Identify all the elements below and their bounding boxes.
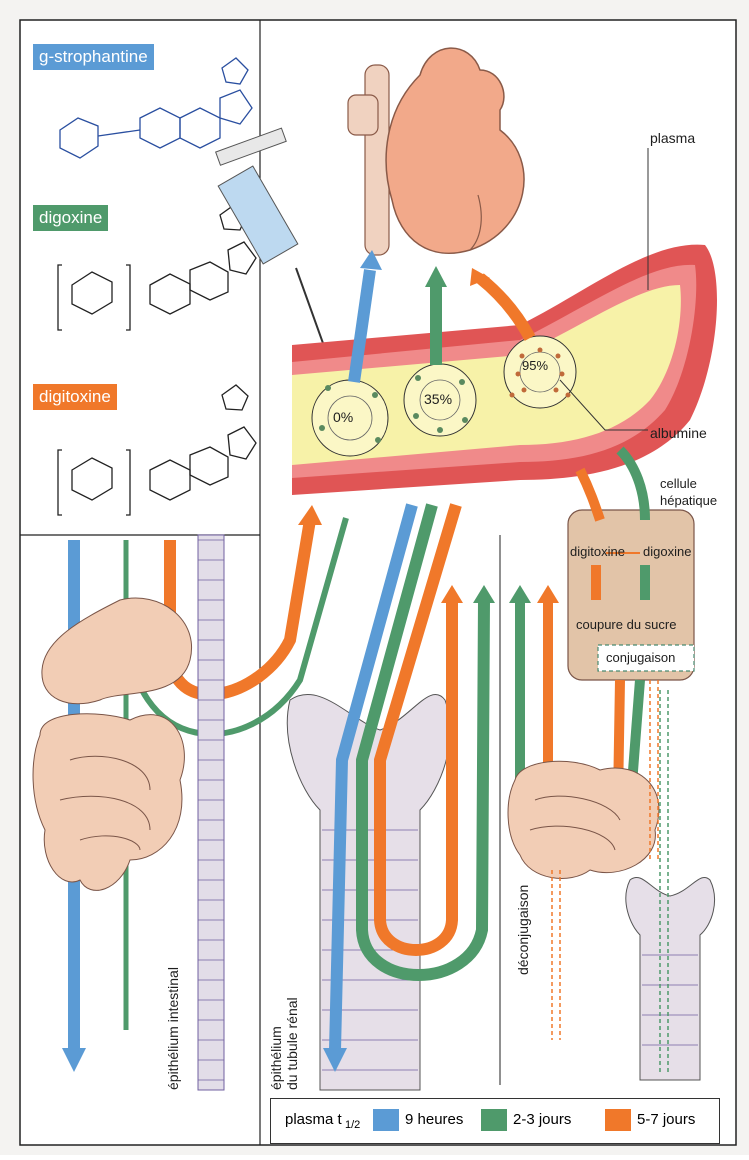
legend-blue-label: 9 heures xyxy=(405,1111,463,1128)
legend-swatch-orange xyxy=(605,1109,631,1131)
plasma-label: plasma xyxy=(650,130,695,146)
percent-green: 35% xyxy=(424,391,452,407)
epithelium-renal-label-1: épithélium xyxy=(268,1026,284,1090)
epithelium-renal-label-2: du tubule rénal xyxy=(284,997,300,1090)
liver-digoxine-label: digoxine xyxy=(643,544,691,559)
percent-orange: 95% xyxy=(522,358,548,373)
legend-swatch-green xyxy=(481,1109,507,1131)
drug-label-digitoxine: digitoxine xyxy=(33,384,117,410)
epithelium-intestinal-label: épithélium intestinal xyxy=(165,967,181,1090)
digestive-tract-right xyxy=(508,761,659,878)
intestinal-epithelium xyxy=(198,535,224,1090)
legend-swatch-blue xyxy=(373,1109,399,1131)
legend-title: plasma t xyxy=(285,1111,342,1128)
drug-label-digoxine: digoxine xyxy=(33,205,108,231)
legend-title-sub: 1/2 xyxy=(345,1119,360,1131)
legend: plasma t 1/2 9 heures 2-3 jours 5-7 jour… xyxy=(270,1098,720,1144)
legend-green-label: 2-3 jours xyxy=(513,1111,571,1128)
coupure-label: coupure du sucre xyxy=(576,617,676,632)
albumine-label: albumine xyxy=(650,425,707,441)
conjugaison-label: conjugaison xyxy=(606,650,675,665)
liver-digitoxine-label: digitoxine xyxy=(570,544,625,559)
drug-label-g-strophantine: g-strophantine xyxy=(33,44,154,70)
cellule-label: cellule xyxy=(660,476,697,491)
hepatique-label: hépatique xyxy=(660,493,717,508)
heart xyxy=(348,48,524,255)
percent-blue: 0% xyxy=(333,409,353,425)
deconjugaison-label: déconjugaison xyxy=(515,885,531,975)
legend-orange-label: 5-7 jours xyxy=(637,1111,695,1128)
